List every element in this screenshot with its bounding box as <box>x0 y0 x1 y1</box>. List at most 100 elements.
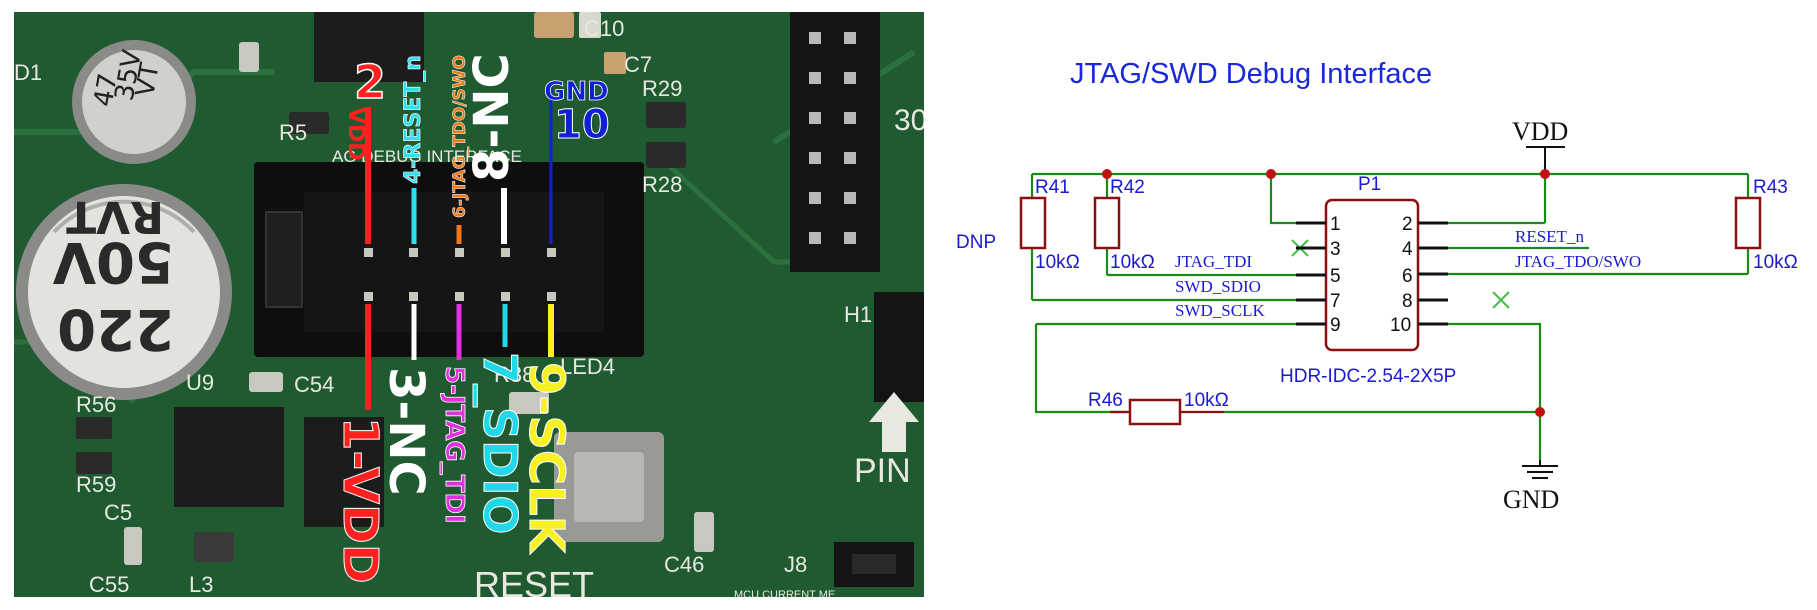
resistor-r43 <box>1734 196 1762 250</box>
junction-dots <box>1102 169 1550 417</box>
smd-small <box>239 42 259 72</box>
ic-lower-center <box>304 417 384 527</box>
pin-number-4: 4 <box>1402 239 1413 260</box>
jumper-j8-cap <box>852 554 896 574</box>
cap-big-label-rvt: RVT <box>66 191 164 242</box>
gnd-symbol <box>1522 460 1558 479</box>
r46-value-label: 10kΩ <box>1184 390 1229 411</box>
net-label-reset: RESET_n <box>1515 227 1584 246</box>
ic-u9 <box>174 407 284 507</box>
silk-c46: C46 <box>664 552 704 577</box>
pin-header-h1 <box>874 292 924 402</box>
silk-c5: C5 <box>104 500 132 525</box>
gnd-label: GND <box>1503 485 1559 514</box>
net-label-sclk: SWD_SCLK <box>1175 301 1265 320</box>
silk-r38: R38 <box>494 362 534 387</box>
smd-r56 <box>76 417 112 439</box>
pin6-label: 6-JTAG_TDO/SWO <box>450 55 470 218</box>
pin9-label: 9-SCLK <box>518 362 574 555</box>
silk-current: MCU CURRENT ME <box>734 589 835 597</box>
silk-r5: R5 <box>279 120 307 145</box>
smd-cap <box>534 12 574 38</box>
pin-number-10: 10 <box>1390 315 1411 336</box>
r41-ref-label: R41 <box>1035 177 1070 198</box>
silk-h1: H1 <box>844 302 872 327</box>
silk-d1: D1 <box>14 60 42 85</box>
r46-ref-label: R46 <box>1088 390 1123 411</box>
silk-c10: C10 <box>584 16 624 41</box>
silk-r29: R29 <box>642 76 682 101</box>
pin-number-5: 5 <box>1330 266 1341 287</box>
pin-number-7: 7 <box>1330 291 1341 312</box>
pin4-label: 4-RESET_n <box>401 55 426 184</box>
pin-number-2: 2 <box>1402 214 1413 235</box>
r42-value-label: 10kΩ <box>1110 252 1155 273</box>
p1-part-label: HDR-IDC-2.54-2X5P <box>1280 366 1456 387</box>
cap-big-label-220: 220 <box>57 296 174 361</box>
pin1-label: 1-VDD <box>332 417 388 584</box>
resistor-r46 <box>1128 398 1182 426</box>
pin5-label: 5-JTAG_TDI <box>439 366 469 524</box>
cap-small-label-3: VT <box>130 61 165 99</box>
r42-ref-label: R42 <box>1110 177 1145 198</box>
smd-c46 <box>694 512 714 552</box>
r41-dnp-label: DNP <box>956 232 996 253</box>
cap-big-label-50v: 50V <box>52 229 174 294</box>
smd-l3 <box>194 532 234 562</box>
pcb-photo-panel: 47 35V VT RVT 50V 220 C10 C7 R29 R28 R5 … <box>14 12 924 597</box>
silk-led4: LED4 <box>560 354 615 379</box>
pin8-label: 8-NC <box>464 53 520 182</box>
net-label-sdio: SWD_SDIO <box>1175 277 1261 296</box>
silk-30: 30 <box>894 104 924 137</box>
smd-c54 <box>249 372 283 392</box>
smd-r59 <box>76 452 112 474</box>
jtag-header-key <box>265 211 303 308</box>
pin-header-pins <box>809 32 856 244</box>
pin10-number-label: 10 <box>554 102 610 148</box>
smd-cap <box>579 12 601 38</box>
jtag-header-pins <box>364 248 556 301</box>
crystal-inner <box>574 452 644 522</box>
smd-led4 <box>509 392 549 414</box>
smd-cap <box>604 52 626 74</box>
silk-u9: U9 <box>186 370 214 395</box>
net-label-tdo: JTAG_TDO/SWO <box>1515 252 1641 271</box>
pin3-label: 3-NC <box>378 367 434 496</box>
resistor-r42 <box>1093 196 1121 250</box>
p1-ref-label: P1 <box>1358 174 1381 195</box>
electrolytic-cap-big: RVT 50V 220 <box>16 184 232 400</box>
vdd-label: VDD <box>1512 117 1568 146</box>
silk-interface: AG DEBUG INTERFACE <box>332 147 522 166</box>
arrow-marking <box>869 392 919 452</box>
pin-header-strip <box>790 12 880 272</box>
ic-top <box>314 12 424 82</box>
pin-number-3: 3 <box>1330 239 1341 260</box>
smd-resistor <box>646 142 686 168</box>
connector-p1-pin-stubs <box>1296 221 1448 326</box>
pin2-name-label: VDD <box>343 107 368 161</box>
silk-pin: PIN <box>854 452 911 490</box>
smd-c5 <box>124 527 142 565</box>
r43-value-label: 10kΩ <box>1753 252 1798 273</box>
pin-number-8: 8 <box>1402 291 1413 312</box>
silk-r28: R28 <box>642 172 682 197</box>
schematic-panel: JTAG/SWD Debug Interface VDD <box>956 58 1798 514</box>
resistor-r41 <box>1019 196 1047 250</box>
silk-j8: J8 <box>784 552 807 577</box>
electrolytic-cap-small: 47 35V VT <box>72 40 196 164</box>
silk-r56: R56 <box>76 392 116 417</box>
r41-value-label: 10kΩ <box>1035 252 1080 273</box>
pin-number-6: 6 <box>1402 266 1413 287</box>
silk-l3: L3 <box>189 572 213 597</box>
silk-c7: C7 <box>624 52 652 77</box>
net-label-tdi: JTAG_TDI <box>1175 252 1252 271</box>
pin2-number-label: 2 <box>354 55 386 109</box>
pin10-name-label: GND <box>544 77 609 107</box>
silk-c54: C54 <box>294 372 334 397</box>
pin7-label: 7_SDIO <box>473 352 527 535</box>
pin-number-9: 9 <box>1330 315 1341 336</box>
silk-r59: R59 <box>76 472 116 497</box>
silk-c55: C55 <box>89 572 129 597</box>
smd-resistor <box>289 112 329 134</box>
r43-ref-label: R43 <box>1753 177 1788 198</box>
